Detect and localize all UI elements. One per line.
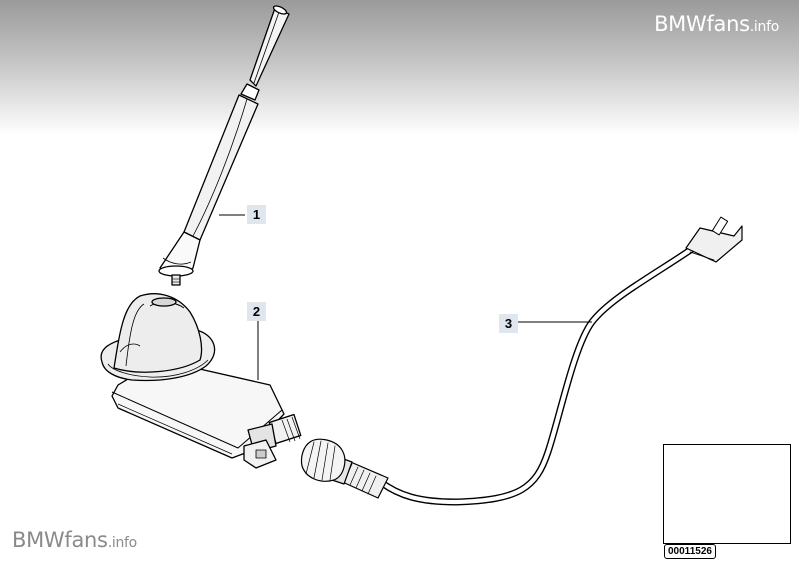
reference-number: 00011526 (664, 544, 716, 559)
callout-2[interactable]: 2 (247, 302, 266, 321)
watermark-bottom: BMWfans.info (12, 528, 137, 552)
callout-1[interactable]: 1 (247, 205, 266, 224)
callout-3[interactable]: 3 (499, 314, 518, 333)
antenna-base-amplifier (100, 293, 302, 469)
antenna-cable (300, 216, 743, 506)
header-gradient (0, 0, 799, 135)
watermark-top: BMWfans.info (654, 12, 779, 36)
leader-lines (219, 214, 592, 380)
car-inset-frame (663, 444, 791, 544)
rod-antenna (158, 5, 290, 286)
